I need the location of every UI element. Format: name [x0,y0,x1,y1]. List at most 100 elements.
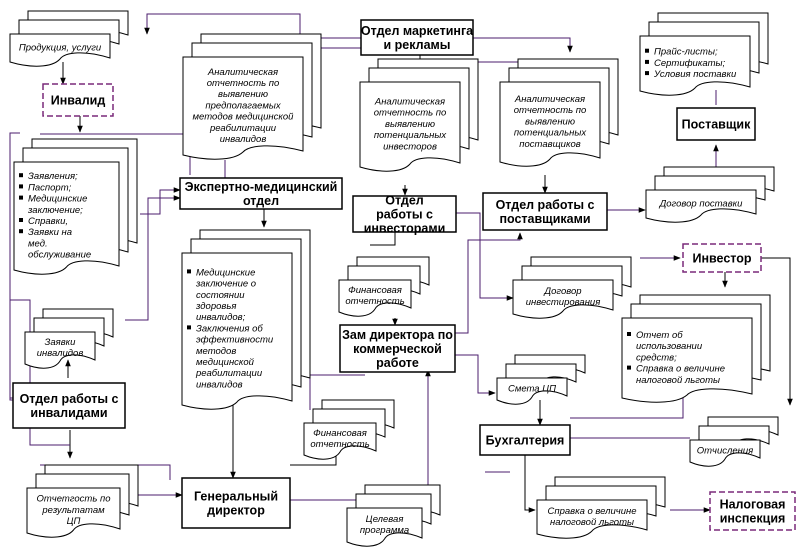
doc-line: Договор [543,286,581,297]
doc-line: Смета ЦП [508,383,556,394]
doc-line: заключение о [195,279,256,290]
doc-line: выявлению [525,116,575,127]
doc-line: Паспорт; [28,182,72,193]
doc-line: использовании [636,341,703,352]
box-line: работе [376,356,419,370]
bullet-icon [19,173,23,178]
doc-line: отчетность [345,296,404,307]
doc-line: Отчетгость по [37,494,111,505]
doc-line: здоровья [195,301,236,312]
doc-line: отчетность [310,439,369,450]
doc-line: потенциальных [514,128,587,139]
bullet-icon [645,59,649,64]
box-invalid: Инвалид [42,83,114,117]
doc-line: инвалидов; [196,312,246,323]
doc-supply-contract: Договор поставки [645,166,775,223]
doc-line: поставщиков [519,139,580,150]
doc-price-list: Прайс-листы;Сертификаты;Условия поставки [639,12,769,96]
bullet-icon [19,184,23,189]
doc-line: Финансовая [348,285,402,296]
bullet-icon [19,195,23,200]
doc-line: программа [360,525,409,536]
doc-line: средств; [636,352,677,363]
doc-line: Справка о величине [636,364,725,375]
bullet-icon [645,48,649,53]
box-line: Поставщик [682,118,751,132]
box-investor: Инвестор [682,243,762,273]
doc-line: Отчет об [636,330,683,341]
box-line: Генеральный [194,490,278,504]
box-line: и рекламы [384,38,451,52]
doc-line: отчетность по [514,105,587,116]
box-line: Отдел работы с [20,392,119,406]
bullet-icon [645,71,649,76]
box-line: инспекция [720,512,786,526]
box-line: Налоговая [720,498,786,512]
doc-line: мед. [28,238,48,249]
doc-line: Заявки на [28,227,72,238]
doc-line: инвесторов [383,141,437,152]
doc-line: Аналитическая [514,94,585,105]
doc-line: потенциальных [374,130,447,141]
doc-line: состоянии [196,290,245,301]
doc-line: обслуживание [28,250,91,261]
box-line: Инвалид [51,94,106,108]
bullet-icon [19,218,23,222]
box-line: коммерческой [353,342,442,356]
doc-line: медицинской [196,357,255,368]
box-supplier: Поставщик [676,107,756,141]
doc-line: Условия поставки [653,69,737,80]
doc-line: Медицинские [28,194,87,205]
box-line: Бухгалтерия [486,434,565,448]
bullet-icon [187,325,191,330]
box-line: инвалидами [30,406,107,420]
doc-line: Справка о величине [547,506,636,517]
doc-line: Финансовая [313,428,367,439]
doc-line: Заявления; [28,171,78,182]
doc-estimate: Смета ЦП [496,354,586,405]
doc-line: инвалидов [220,134,267,145]
doc-applications: Заявления;Паспорт;Медицинскиезаключение;… [13,138,138,275]
doc-line: Сертификаты; [654,58,726,69]
box-line: Инвестор [692,252,751,266]
doc-line: результатам [41,505,105,516]
doc-line: Договор поставки [659,198,744,209]
doc-line: предполагаемых [205,100,281,111]
doc-line: налоговой льготы [636,375,720,386]
doc-line: Прайс-листы; [654,47,718,58]
edges [9,13,793,513]
doc-line: Отчисления [697,445,753,456]
bullet-icon [187,269,191,274]
doc-line: выявлению [385,119,435,130]
box-line: Отдел маркетинга [361,24,474,38]
bullet-icon [627,332,631,336]
doc-line: отчетность по [207,78,280,89]
doc-line: Целевая [366,514,404,525]
box-accounting: Бухгалтерия [479,424,571,456]
doc-line: методов [196,346,236,357]
doc-line: эффективности [196,335,274,346]
box-line: инвесторами [364,222,446,236]
box-line: Зам директора по [342,328,453,342]
box-line: Отдел работы с [496,198,595,212]
doc-line: отчетность по [374,108,447,119]
bullet-icon [627,365,631,370]
box-line: работы с [376,208,433,222]
box-line: директор [207,504,265,518]
